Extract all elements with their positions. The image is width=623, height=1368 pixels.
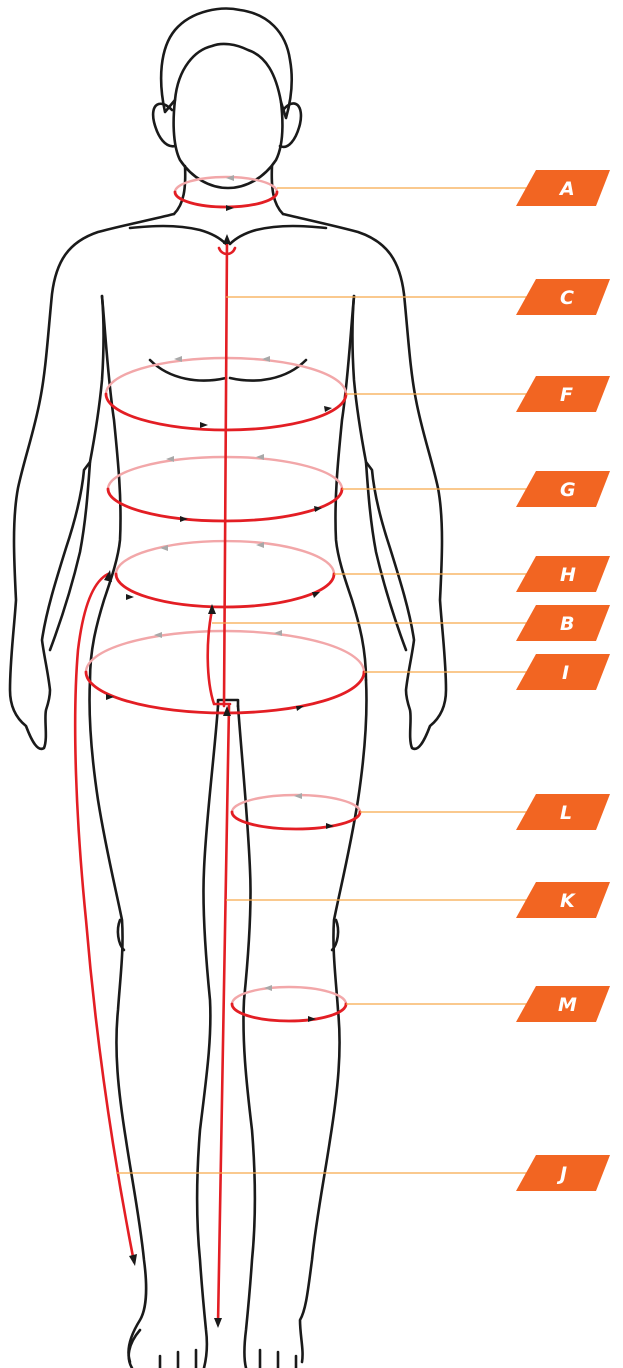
arrow-g-front-1 (180, 516, 188, 522)
tag-j: J (516, 1155, 610, 1191)
ring-l-back (232, 795, 360, 812)
collar-left (130, 226, 226, 244)
ring-a-front (175, 192, 277, 207)
arrow-h-front-1 (126, 594, 134, 600)
tag-f: F (516, 376, 610, 412)
collar-right (230, 226, 326, 244)
left-inner-arm (50, 462, 90, 650)
ring-a-back (175, 177, 277, 192)
line-k (218, 706, 229, 1324)
tag-g: G (516, 471, 610, 507)
letter-tags: A C F G H B I L (516, 170, 610, 1191)
arrowheads (104, 175, 334, 1328)
ring-m (232, 987, 346, 1021)
right-leg-inner (238, 706, 255, 1368)
tag-c: C (516, 279, 610, 315)
tag-h-letter: H (560, 564, 576, 586)
ring-m-back (232, 987, 346, 1004)
tag-g-letter: G (560, 479, 576, 501)
arrow-h-front-2 (312, 592, 320, 598)
leader-lines (116, 188, 528, 1173)
tag-h: H (516, 556, 610, 592)
tag-b: B (516, 605, 610, 641)
arrow-l-front (326, 823, 334, 829)
tag-m-letter: M (558, 994, 577, 1016)
tag-b-letter: B (560, 613, 574, 635)
left-leg-inner (197, 706, 218, 1368)
arrow-i-front-2 (296, 706, 304, 711)
left-foot-toes (129, 1330, 196, 1368)
tag-a-letter: A (558, 178, 575, 200)
left-flank (90, 296, 121, 680)
arrow-k-bottom (214, 1318, 222, 1328)
arrow-c-top (223, 234, 231, 244)
tag-a: A (516, 170, 610, 206)
tag-f-letter: F (560, 384, 573, 406)
line-c (224, 240, 227, 706)
tag-k-letter: K (560, 890, 576, 912)
tag-l-letter: L (560, 802, 572, 824)
right-foot-toes (260, 1350, 296, 1368)
left-torso-arm (10, 214, 174, 749)
ring-l (232, 795, 360, 829)
right-inner-arm (366, 462, 406, 650)
arrow-f-front-1 (200, 422, 208, 428)
tag-l: L (516, 794, 610, 830)
arrow-j-bottom (129, 1254, 137, 1266)
line-b (208, 610, 230, 704)
ring-a (175, 177, 277, 207)
tag-c-letter: C (560, 287, 574, 309)
line-j (75, 574, 134, 1262)
hair-outline (161, 9, 292, 118)
ring-m-front (232, 1004, 346, 1021)
face-outline (174, 100, 283, 188)
ring-l-front (232, 812, 360, 829)
left-leg-outer (89, 680, 146, 1362)
tag-m: M (516, 986, 610, 1022)
tag-i: I (516, 654, 610, 690)
tag-k: K (516, 882, 610, 918)
arrow-m-back (264, 985, 272, 991)
arrow-m-front (308, 1016, 316, 1022)
tag-i-letter: I (562, 662, 569, 684)
